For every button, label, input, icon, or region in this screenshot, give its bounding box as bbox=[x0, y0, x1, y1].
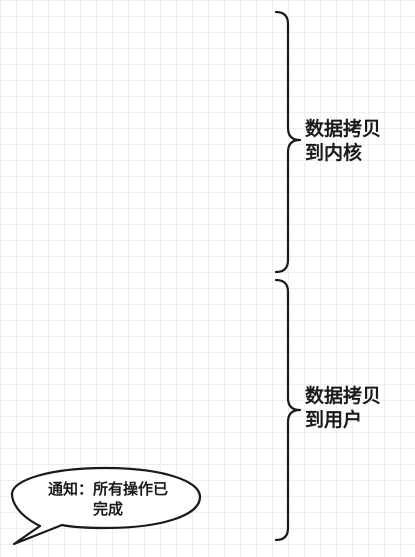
user-copy-brace bbox=[274, 278, 302, 542]
user-copy-label-line2: 到用户 bbox=[305, 408, 363, 431]
user-copy-label: 数据拷贝 到用户 bbox=[305, 385, 381, 433]
user-copy-label-line1: 数据拷贝 bbox=[305, 385, 382, 407]
kernel-copy-brace bbox=[274, 10, 302, 274]
notification-callout-line1: 通知：所有操作已 bbox=[47, 480, 168, 498]
kernel-copy-label-line1: 数据拷贝 bbox=[305, 118, 382, 140]
notification-callout-text: 通知：所有操作已 完成 bbox=[20, 480, 196, 519]
notification-callout-bubble bbox=[10, 466, 202, 546]
notification-callout-line2: 完成 bbox=[92, 499, 123, 518]
kernel-copy-label: 数据拷贝 到内核 bbox=[305, 118, 381, 166]
kernel-copy-label-line2: 到内核 bbox=[305, 141, 363, 164]
